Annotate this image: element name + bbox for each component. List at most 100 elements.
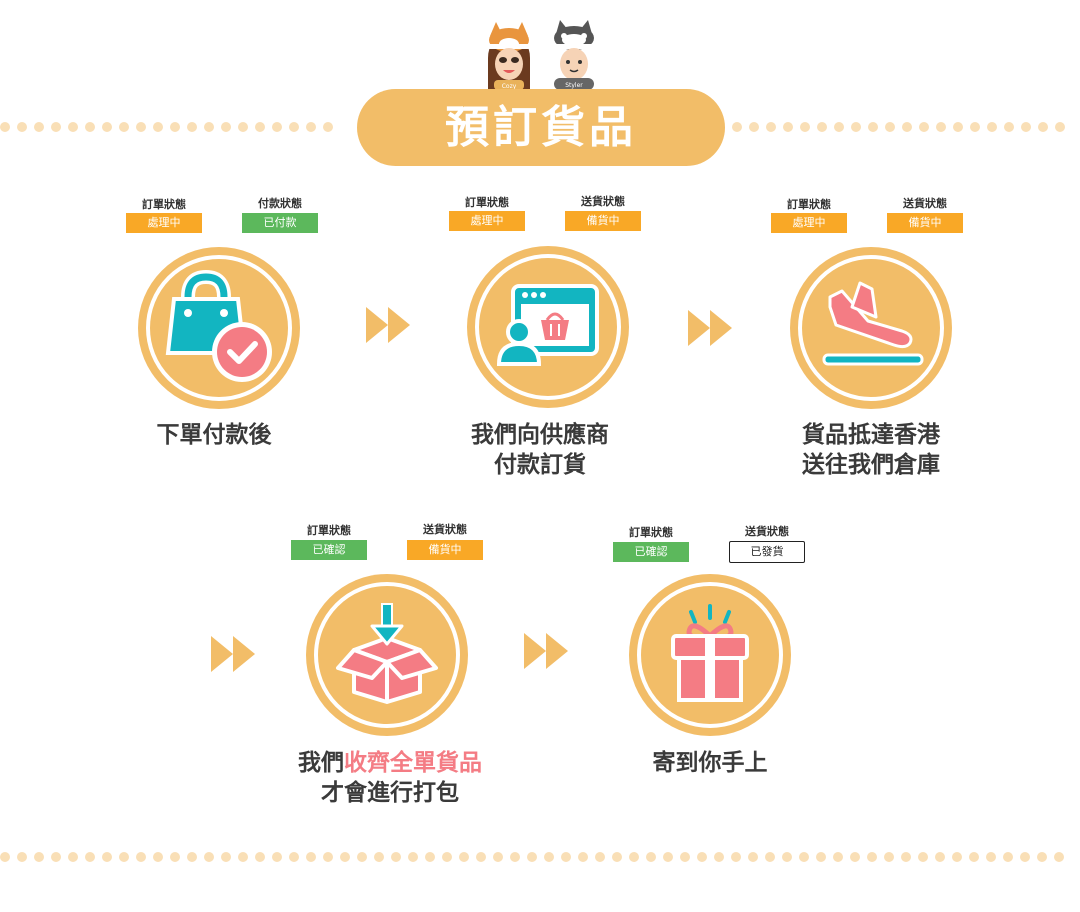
decorative-dot <box>766 122 776 132</box>
decorative-dot <box>1004 122 1014 132</box>
step5-circle <box>629 574 791 736</box>
decorative-dot <box>799 852 809 862</box>
decorative-dot <box>732 122 742 132</box>
decorative-dot <box>902 122 912 132</box>
decorative-dot <box>680 852 690 862</box>
decorative-dot <box>817 122 827 132</box>
step1-order-status-badge: 處理中 <box>126 213 202 233</box>
decorative-dot <box>970 122 980 132</box>
decorative-dot <box>561 852 571 862</box>
step5-order-status-badge: 已確認 <box>613 542 689 562</box>
decorative-dot <box>85 852 95 862</box>
decorative-dot <box>1038 122 1048 132</box>
decorative-dot <box>119 852 129 862</box>
decorative-dot <box>323 852 333 862</box>
decorative-dot <box>510 852 520 862</box>
decorative-dot <box>34 852 44 862</box>
decorative-dot <box>306 122 316 132</box>
decorative-dot <box>885 122 895 132</box>
step1-order-status-label: 訂單狀態 <box>142 198 186 211</box>
decorative-dot <box>901 852 911 862</box>
step3-order-status-label: 訂單狀態 <box>787 198 831 211</box>
decorative-dot <box>204 122 214 132</box>
step3-delivery-status-label: 送貨狀態 <box>903 197 947 210</box>
decorative-dot <box>136 122 146 132</box>
decorative-dot <box>884 852 894 862</box>
decorative-dot <box>868 122 878 132</box>
decorative-dot <box>0 122 10 132</box>
top-right-dotted-line <box>732 122 1080 134</box>
step2-order-status-label: 訂單狀態 <box>465 196 509 209</box>
decorative-dot <box>442 852 452 862</box>
decorative-dot <box>782 852 792 862</box>
title-banner <box>357 89 725 166</box>
decorative-dot <box>867 852 877 862</box>
step2-delivery-status-badge: 備貨中 <box>565 211 641 231</box>
decorative-dot <box>68 852 78 862</box>
styler-tag: Styler <box>565 82 583 89</box>
decorative-dot <box>102 122 112 132</box>
decorative-dot <box>374 852 384 862</box>
shopping-bag-check-icon <box>165 269 272 382</box>
decorative-dot <box>221 122 231 132</box>
decorative-dot <box>17 122 27 132</box>
decorative-dot <box>1037 852 1047 862</box>
step2-order-status-badge: 處理中 <box>449 211 525 231</box>
decorative-dot <box>153 122 163 132</box>
decorative-dot <box>187 852 197 862</box>
decorative-dot <box>425 852 435 862</box>
step4-delivery-status-badge: 備貨中 <box>407 540 483 560</box>
step5-caption: 寄到你手上 <box>652 750 768 776</box>
decorative-dot <box>272 852 282 862</box>
decorative-dot <box>1003 852 1013 862</box>
decorative-dot <box>221 852 231 862</box>
decorative-dot <box>85 122 95 132</box>
decorative-dot <box>476 852 486 862</box>
fast-forward-icon <box>211 636 255 672</box>
decorative-dot <box>646 852 656 862</box>
decorative-dot <box>68 122 78 132</box>
decorative-dot <box>629 852 639 862</box>
step3-caption: 貨品抵達香港 送往我們倉庫 <box>802 422 940 478</box>
step2-caption: 我們向供應商 付款訂貨 <box>471 422 609 478</box>
mascot-avatars: Cozy Styler <box>488 20 594 90</box>
decorative-dot <box>731 852 741 862</box>
decorative-dot <box>459 852 469 862</box>
step1-payment-status-badge: 已付款 <box>242 213 318 233</box>
decorative-dot <box>697 852 707 862</box>
step3-order-status-badge: 處理中 <box>771 213 847 233</box>
decorative-dot <box>493 852 503 862</box>
decorative-dot <box>289 852 299 862</box>
decorative-dot <box>851 122 861 132</box>
decorative-dot <box>986 852 996 862</box>
decorative-dot <box>1021 122 1031 132</box>
decorative-dot <box>187 122 197 132</box>
shiba-mascot-icon: Cozy <box>488 22 530 90</box>
online-shop-basket-icon <box>496 284 599 366</box>
decorative-dot <box>408 852 418 862</box>
decorative-dot <box>323 122 333 132</box>
decorative-dot <box>1055 122 1065 132</box>
decorative-dot <box>936 122 946 132</box>
decorative-dot <box>119 122 129 132</box>
decorative-dot <box>357 852 367 862</box>
step4-delivery-status-label: 送貨狀態 <box>423 523 467 536</box>
decorative-dot <box>663 852 673 862</box>
box-download-icon <box>336 603 438 704</box>
decorative-dot <box>306 852 316 862</box>
decorative-dot <box>238 122 248 132</box>
fast-forward-icon <box>524 633 568 669</box>
decorative-dot <box>238 852 248 862</box>
decorative-dot <box>749 122 759 132</box>
gift-box-icon <box>671 604 749 702</box>
decorative-dot <box>987 122 997 132</box>
decorative-dot <box>136 852 146 862</box>
decorative-dot <box>527 852 537 862</box>
cat-mascot-icon: Styler <box>554 20 594 90</box>
decorative-dot <box>255 122 265 132</box>
decorative-dot <box>578 852 588 862</box>
decorative-dot <box>34 122 44 132</box>
decorative-dot <box>612 852 622 862</box>
step1-payment-status-label: 付款狀態 <box>258 197 302 210</box>
decorative-dot <box>170 122 180 132</box>
